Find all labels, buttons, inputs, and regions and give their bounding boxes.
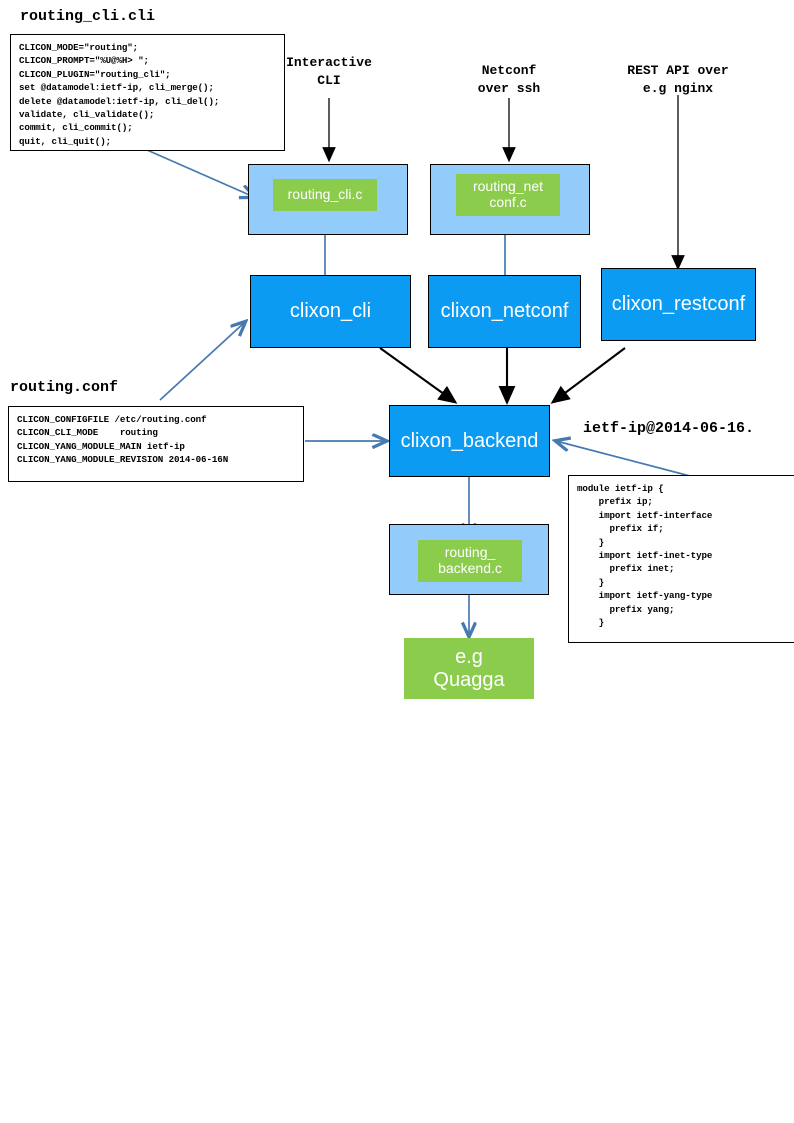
plugin-routing-cli-c[interactable]: routing_cli.c — [273, 179, 377, 211]
process-clixon-backend[interactable]: clixon_backend — [389, 405, 550, 477]
arrow-cli-spec-to-plugin — [146, 149, 254, 197]
plugin-routing-netconf-c[interactable]: routing_net conf.c — [456, 174, 560, 216]
plugin-holder-cli: routing_cli.c — [248, 164, 408, 235]
caption-rest-api: REST API over e.g nginx — [627, 63, 729, 96]
process-clixon-cli[interactable]: clixon_cli — [250, 275, 411, 348]
arrow-cli-to-backend — [379, 347, 458, 404]
plugin-holder-backend: routing_ backend.c — [389, 524, 549, 595]
cli-spec-file-label: routing_cli.cli — [20, 8, 156, 25]
arrow-yang-to-backend — [556, 441, 691, 477]
cli-spec-code-box: CLICON_MODE="routing"; CLICON_PROMPT="%U… — [10, 34, 285, 151]
arrow-conf-to-clixon-cli — [159, 322, 245, 401]
yang-code-box: module ietf-ip { prefix ip; import ietf-… — [568, 475, 794, 643]
caption-netconf-over-ssh: Netconf over ssh — [477, 63, 541, 96]
conf-file-label: routing.conf — [10, 379, 119, 396]
plugin-routing-backend-c[interactable]: routing_ backend.c — [418, 540, 522, 582]
caption-interactive-cli: Interactive CLI — [286, 55, 372, 88]
plugin-holder-netconf: routing_net conf.c — [430, 164, 590, 235]
yang-file-label: ietf-ip@2014-06-16. — [583, 420, 755, 437]
conf-code-box: CLICON_CONFIGFILE /etc/routing.conf CLIC… — [8, 406, 304, 482]
process-clixon-restconf[interactable]: clixon_restconf — [601, 268, 756, 341]
node-quagga[interactable]: e.g Quagga — [404, 638, 534, 699]
process-clixon-netconf[interactable]: clixon_netconf — [428, 275, 581, 348]
arrow-restconf-to-backend — [550, 347, 626, 404]
